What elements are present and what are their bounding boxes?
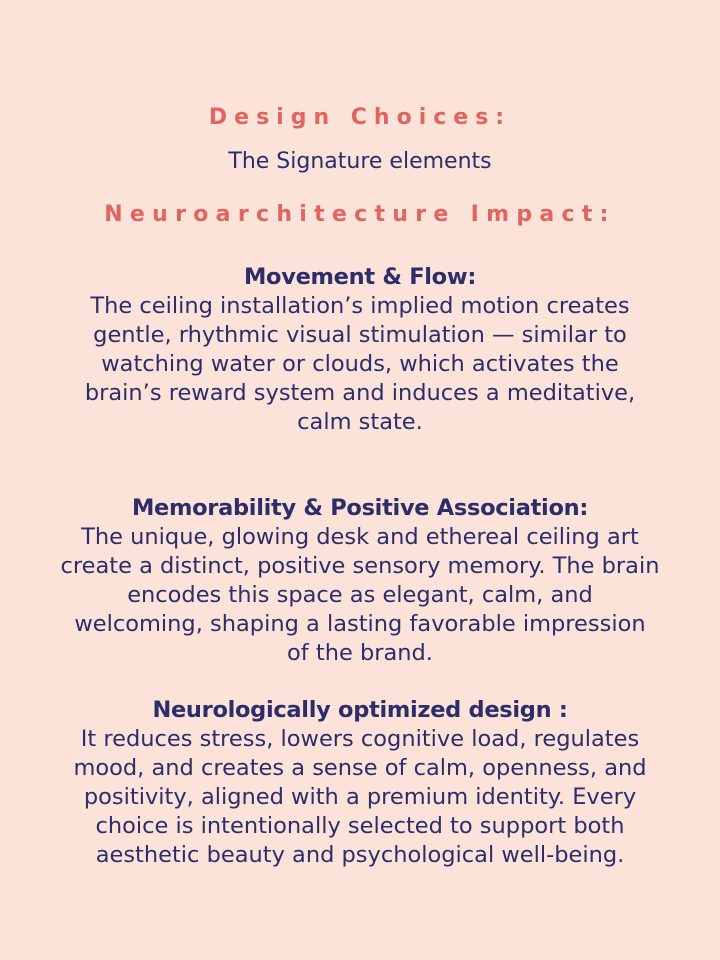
section-title: Movement & Flow: bbox=[243, 264, 477, 290]
memorability-section: Memorability & Positive Association: The… bbox=[60, 494, 660, 668]
section-body: The ceiling installation’s implied motio… bbox=[84, 293, 636, 435]
section-title: Memorability & Positive Association: bbox=[131, 495, 589, 521]
section-title: Neurologically optimized design : bbox=[152, 697, 568, 723]
design-choices-heading: Design Choices: bbox=[208, 105, 512, 130]
section-body: The unique, glowing desk and ethereal ce… bbox=[60, 524, 660, 666]
section-body: It reduces stress, lowers cognitive load… bbox=[73, 726, 647, 868]
movement-flow-section: Movement & Flow: The ceiling installatio… bbox=[60, 263, 660, 437]
neurologically-optimized-section: Neurologically optimized design : It red… bbox=[60, 696, 660, 870]
signature-elements-subtitle: The Signature elements bbox=[228, 149, 492, 174]
neuroarchitecture-impact-heading: Neuroarchitecture Impact: bbox=[104, 202, 616, 227]
